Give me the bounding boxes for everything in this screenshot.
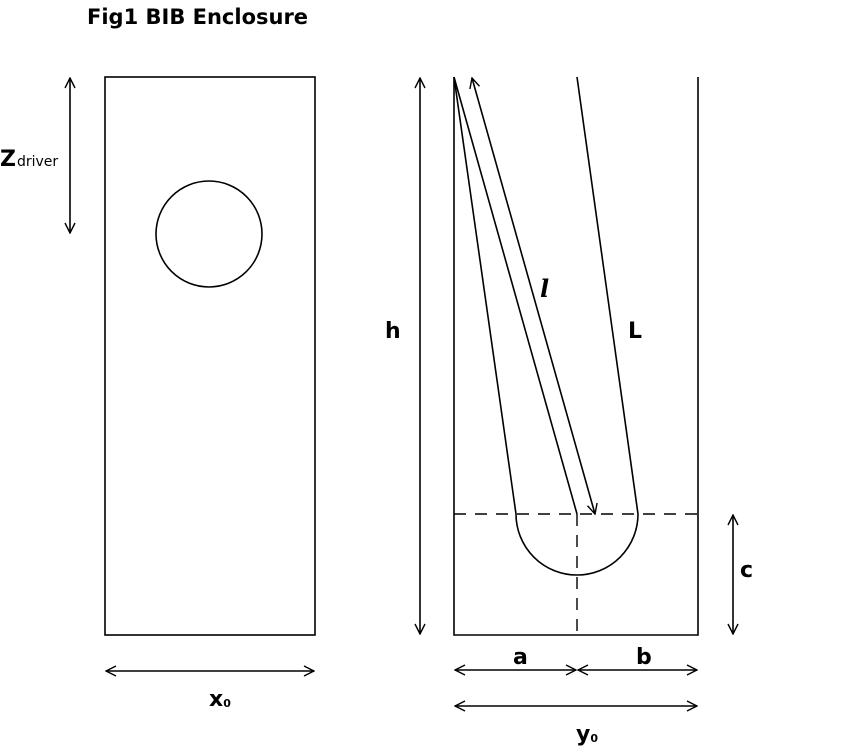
l-dimension bbox=[472, 78, 595, 514]
side-panel bbox=[453, 77, 699, 636]
driver-circle bbox=[155, 180, 263, 288]
a-label: a bbox=[513, 645, 528, 670]
z-driver-label: Zdriver bbox=[0, 147, 58, 172]
h-label: h bbox=[385, 319, 401, 344]
l-label: l bbox=[540, 274, 549, 303]
b-label: b bbox=[636, 645, 652, 670]
figure-title: Fig1 BIB Enclosure bbox=[87, 5, 308, 29]
fold-diagonal-line bbox=[453, 76, 578, 515]
x0-label: x0 bbox=[209, 687, 231, 712]
front-panel bbox=[104, 76, 316, 636]
L-label: L bbox=[628, 319, 642, 344]
folded-tube-outline bbox=[453, 76, 639, 576]
y0-label: y0 bbox=[576, 722, 598, 747]
c-label: c bbox=[740, 558, 753, 583]
